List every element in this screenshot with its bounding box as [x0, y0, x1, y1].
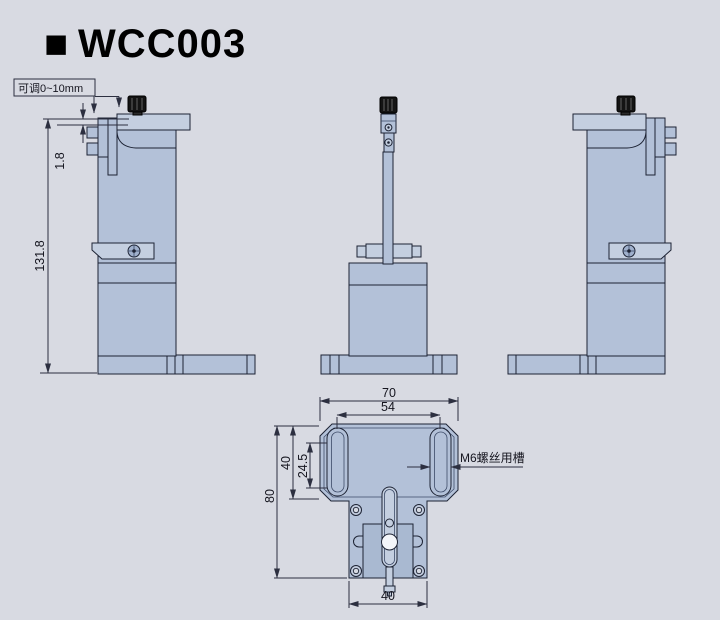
dimension-plate-depth-40: 40: [279, 425, 319, 500]
left-side-view: [86, 95, 256, 375]
title-square-marker: ■: [44, 22, 69, 66]
rod-clevis: [380, 113, 397, 153]
dim-plate-depth: 40: [279, 456, 293, 470]
dimension-block-width-40: 40: [348, 581, 428, 608]
dim-base-width: 70: [382, 386, 396, 400]
dimension-total-depth-80: 80: [263, 425, 347, 579]
lock-lever-top: [381, 486, 398, 597]
m6-slot-label: M6螺丝用槽: [460, 451, 525, 465]
clamp-body: [348, 262, 428, 357]
crossbar-end: [411, 245, 422, 258]
dim-total-depth: 80: [263, 489, 277, 503]
dimension-base-width-70: 70: [319, 386, 459, 421]
dimension-slot-length-24-5: 24.5: [296, 442, 327, 489]
dim-slot-length: 24.5: [296, 454, 310, 478]
adjustment-knob-icon: [379, 96, 398, 114]
dimension-total-height: 131.8: [33, 118, 97, 374]
dim-block-width: 40: [381, 589, 395, 603]
dim-slot-span: 54: [381, 400, 395, 414]
adjust-range-label-box: [13, 78, 96, 97]
title-text: WCC003: [78, 22, 246, 66]
side-clip: [413, 535, 423, 548]
base-plate: [320, 354, 458, 375]
dim-plate-gap: 1.8: [53, 152, 67, 169]
dim-total-height: 131.8: [33, 240, 47, 271]
lever-rod: [382, 151, 394, 265]
side-clip: [353, 535, 363, 548]
crossbar-end: [356, 245, 367, 258]
front-view: [320, 96, 458, 375]
bottom-view: [319, 423, 459, 597]
dimension-slot-span-54: 54: [336, 400, 441, 429]
screw-hole: [350, 504, 425, 577]
callout-m6-slot: M6螺丝用槽: [407, 451, 525, 470]
dimension-plate-gap: 1.8: [43, 103, 129, 170]
right-side-view: [507, 95, 677, 375]
adjust-range-label: 可调0~10mm: [18, 82, 83, 95]
page-title: ■ WCC003: [44, 22, 246, 66]
dimension-adjust-range: 可调0~10mm: [13, 78, 122, 114]
